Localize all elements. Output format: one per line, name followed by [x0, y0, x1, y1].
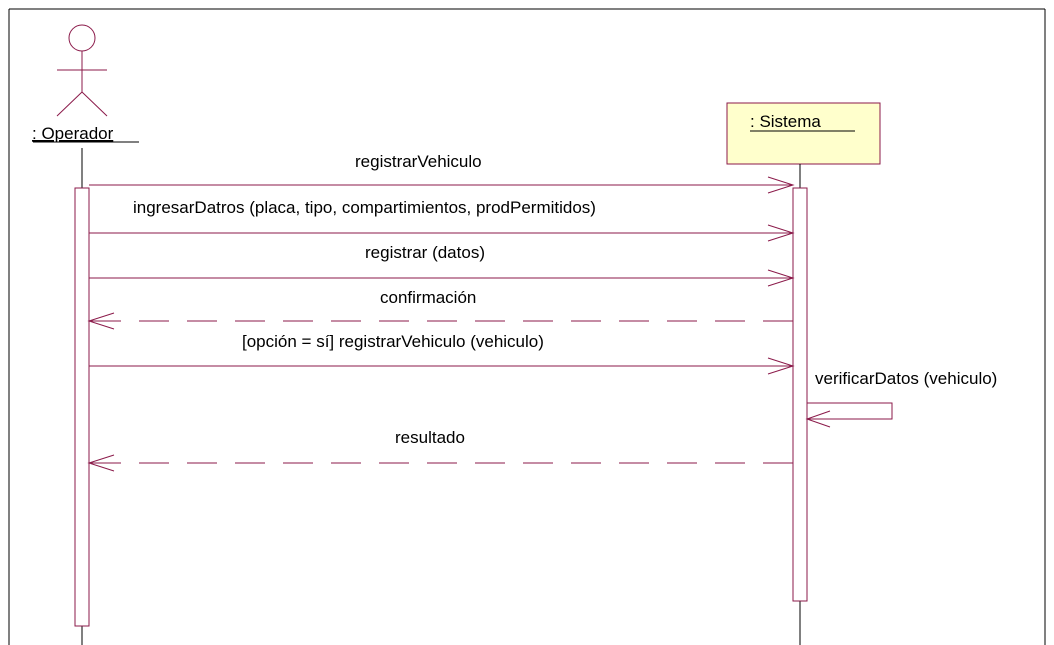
message-label: registrarVehiculo	[355, 152, 482, 171]
open-arrowhead-icon	[87, 312, 115, 330]
message-label: confirmación	[380, 288, 476, 307]
open-arrowhead-icon	[767, 224, 795, 242]
activation-bar-operador	[74, 187, 90, 627]
message-registrar-vehiculo-opcion[interactable]: [opción = sí] registrarVehiculo (vehicul…	[89, 332, 795, 375]
actor-name: : Operador	[32, 124, 114, 143]
message-registrar-datos[interactable]: registrar (datos)	[89, 243, 795, 287]
message-registrar-vehiculo[interactable]: registrarVehiculo	[89, 152, 795, 194]
message-verificar-datos[interactable]: verificarDatos (vehiculo)	[805, 369, 997, 428]
actor-operador[interactable]: : Operador	[32, 24, 139, 143]
message-label: [opción = sí] registrarVehiculo (vehicul…	[242, 332, 544, 351]
object-sistema[interactable]: : Sistema	[726, 102, 881, 165]
stick-figure-icon	[56, 24, 108, 117]
message-label: ingresarDatros (placa, tipo, compartimie…	[133, 198, 596, 217]
message-label: verificarDatos (vehiculo)	[815, 369, 997, 388]
self-message-line	[807, 402, 893, 420]
object-name: : Sistema	[750, 112, 821, 131]
open-arrowhead-icon	[767, 357, 795, 375]
open-arrowhead-icon	[805, 410, 831, 428]
message-resultado[interactable]: resultado	[87, 428, 793, 472]
activation-bar-sistema	[792, 187, 808, 602]
open-arrowhead-icon	[87, 454, 115, 472]
open-arrowhead-icon	[767, 269, 795, 287]
message-label: resultado	[395, 428, 465, 447]
message-ingresar-datos[interactable]: ingresarDatros (placa, tipo, compartimie…	[89, 198, 795, 242]
open-arrowhead-icon	[767, 176, 795, 194]
object-box	[726, 102, 881, 165]
message-label: registrar (datos)	[365, 243, 485, 262]
message-confirmacion[interactable]: confirmación	[87, 288, 793, 330]
